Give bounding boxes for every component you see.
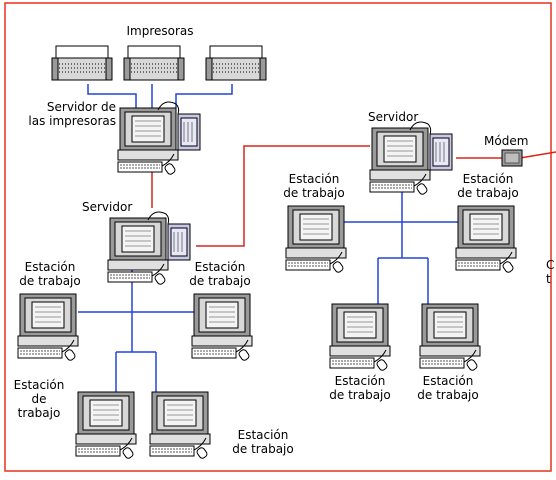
workstation-left-4-icon: [149, 391, 211, 460]
ws-left-top-right-label: Estación de trabajo: [189, 260, 251, 288]
ws-right-top-left-label: Estación de trabajo: [283, 172, 345, 200]
print-server-label: Servidor de las impresoras: [28, 100, 116, 128]
workstation-right-2-icon: [455, 205, 517, 274]
workstation-left-1-icon: [17, 293, 79, 362]
modem-label: Módem: [484, 134, 529, 148]
cut-off-label: C t: [546, 258, 555, 286]
printer-1-icon: [51, 45, 113, 81]
ws-right-bottom-left-label: Estación de trabajo: [329, 374, 391, 402]
printer-2-icon: [123, 45, 185, 81]
server-left-icon: [108, 212, 190, 285]
print-server-icon: [118, 102, 200, 175]
modem-icon: [501, 149, 523, 167]
workstation-right-3-icon: [329, 303, 391, 372]
ws-left-bottom-left-label: Estación de trabajo: [13, 378, 65, 420]
printer-3-icon: [205, 45, 267, 81]
server-right-icon: [370, 122, 452, 195]
workstation-left-2-icon: [191, 293, 253, 362]
server-right-label: Servidor: [368, 110, 419, 124]
ws-right-bottom-right-label: Estación de trabajo: [417, 374, 479, 402]
workstation-left-3-icon: [75, 391, 137, 460]
ws-left-top-left-label: Estación de trabajo: [19, 260, 81, 288]
printers-label: Impresoras: [126, 24, 194, 38]
ws-right-top-right-label: Estación de trabajo: [457, 172, 519, 200]
lan-links: [78, 84, 462, 392]
wan-links: [151, 145, 556, 247]
ws-left-bottom-right-label: Estación de trabajo: [232, 428, 294, 456]
workstation-right-4-icon: [419, 303, 481, 372]
network-frame: [4, 2, 552, 472]
workstation-right-1-icon: [285, 205, 347, 274]
server-left-label: Servidor: [82, 200, 133, 214]
